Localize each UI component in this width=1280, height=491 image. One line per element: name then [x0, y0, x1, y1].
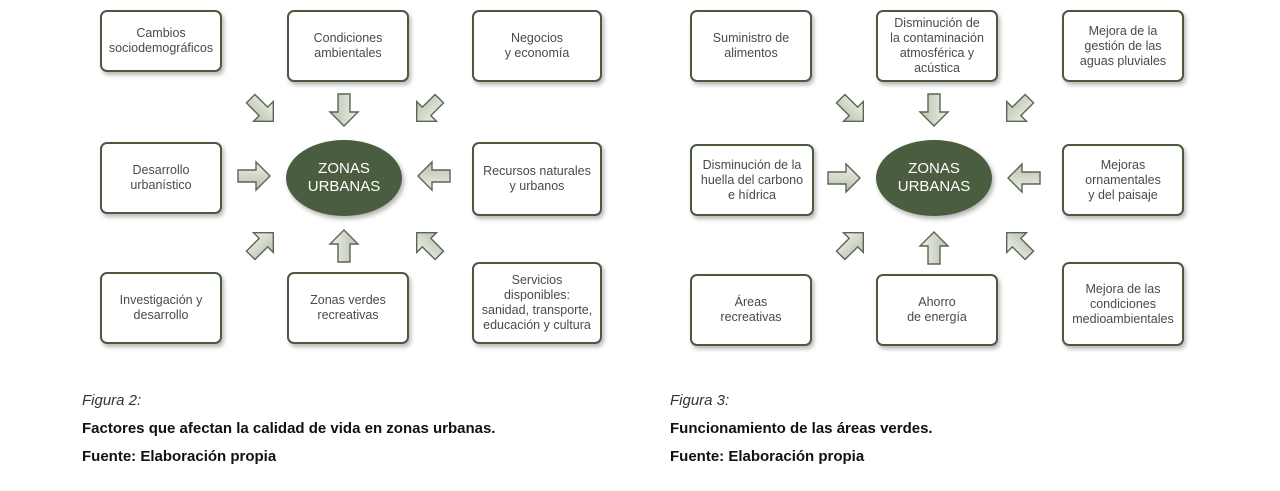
- box-top-left: Cambios sociodemográficos: [100, 10, 222, 72]
- arrow-up-icon: [328, 229, 360, 263]
- diagram-green-areas: Suministro de alimentos Disminución de l…: [588, 0, 1188, 370]
- caption-source: Fuente: Elaboración propia: [82, 448, 277, 465]
- box-bottom-right: Servicios disponibles: sanidad, transpor…: [472, 262, 602, 344]
- caption-number: Figura 2:: [82, 392, 142, 409]
- arrow-left-icon: [1007, 162, 1041, 194]
- box-top-right: Negocios y economía: [472, 10, 602, 82]
- box-bottom-center: Zonas verdes recreativas: [287, 272, 409, 344]
- figure-2: Cambios sociodemográficos Condiciones am…: [0, 0, 602, 491]
- center-ellipse: ZONAS URBANAS: [286, 140, 402, 216]
- arrow-up-icon: [918, 231, 950, 265]
- box-bottom-left: Áreas recreativas: [690, 274, 812, 346]
- arrow-down-left-icon: [1005, 93, 1035, 123]
- arrow-down-icon: [918, 93, 950, 127]
- box-middle-left: Desarrollo urbanístico: [100, 142, 222, 214]
- arrow-down-left-icon: [415, 93, 445, 123]
- box-bottom-center: Ahorro de energía: [876, 274, 998, 346]
- caption-source: Fuente: Elaboración propia: [670, 448, 865, 465]
- box-middle-left: Disminución de la huella del carbono e h…: [690, 144, 814, 216]
- figure-caption: Figura 2: Factores que afectan la calida…: [82, 392, 602, 476]
- box-middle-right: Mejoras ornamentales y del paisaje: [1062, 144, 1184, 216]
- box-top-center: Condiciones ambientales: [287, 10, 409, 82]
- box-middle-right: Recursos naturales y urbanos: [472, 142, 602, 216]
- arrow-up-right-icon: [835, 231, 865, 261]
- box-top-right: Mejora de la gestión de las aguas pluvia…: [1062, 10, 1184, 82]
- arrow-left-icon: [417, 160, 451, 192]
- arrow-down-right-icon: [835, 93, 865, 123]
- arrow-up-right-icon: [245, 231, 275, 261]
- arrow-down-right-icon: [245, 93, 275, 123]
- box-top-center: Disminución de la contaminación atmosfér…: [876, 10, 998, 82]
- figure-caption: Figura 3: Funcionamiento de las áreas ve…: [670, 392, 1190, 476]
- figure-3: Suministro de alimentos Disminución de l…: [588, 0, 1188, 491]
- caption-title: Factores que afectan la calidad de vida …: [82, 420, 496, 437]
- arrow-right-icon: [237, 160, 271, 192]
- box-bottom-right: Mejora de las condiciones medioambiental…: [1062, 262, 1184, 346]
- arrow-up-left-icon: [1005, 231, 1035, 261]
- center-ellipse: ZONAS URBANAS: [876, 140, 992, 216]
- caption-number: Figura 3:: [670, 392, 730, 409]
- arrow-right-icon: [827, 162, 861, 194]
- box-bottom-left: Investigación y desarrollo: [100, 272, 222, 344]
- arrow-down-icon: [328, 93, 360, 127]
- diagram-factors: Cambios sociodemográficos Condiciones am…: [0, 0, 602, 370]
- box-top-left: Suministro de alimentos: [690, 10, 812, 82]
- arrow-up-left-icon: [415, 231, 445, 261]
- caption-title: Funcionamiento de las áreas verdes.: [670, 420, 933, 437]
